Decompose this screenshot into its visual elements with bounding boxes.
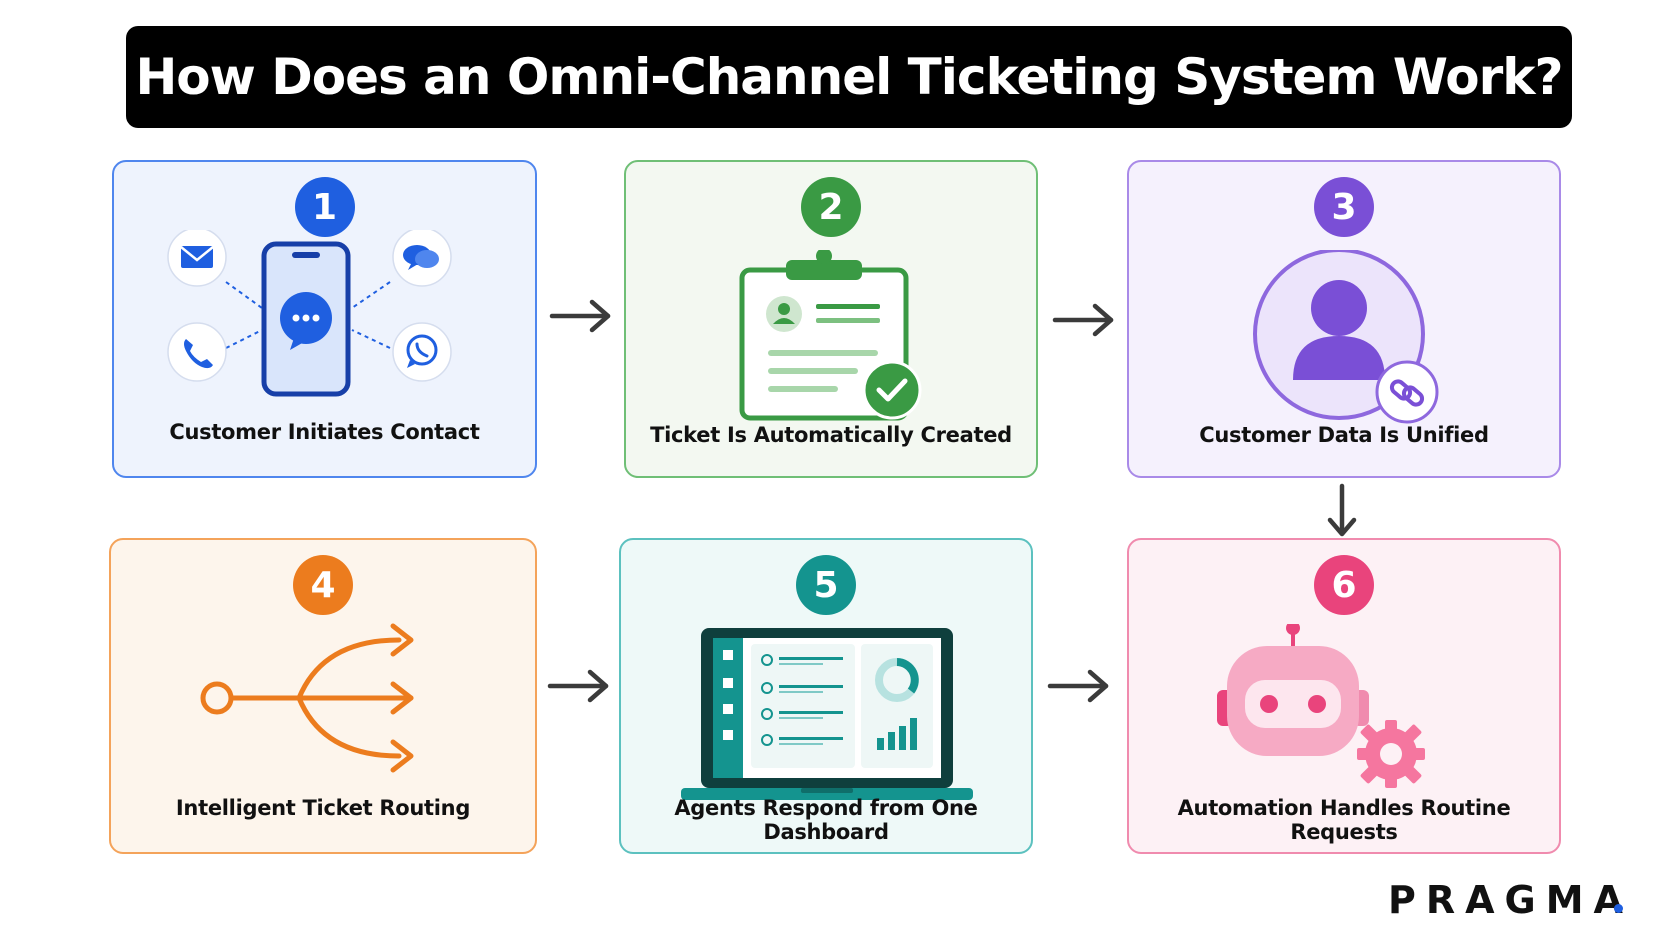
phone-icon	[261, 241, 351, 397]
step-card-3: 3 Customer Data Is Unified	[1127, 160, 1561, 478]
user-profile-icon	[1253, 250, 1439, 424]
step-number-badge: 6	[1314, 555, 1374, 615]
arrow-right-icon	[1052, 303, 1114, 337]
step-label: Ticket Is Automatically Created	[650, 423, 1012, 447]
chat-bubbles-icon	[392, 230, 452, 287]
step-number-badge: 3	[1314, 177, 1374, 237]
checkmark-icon	[862, 360, 922, 420]
page-title: How Does an Omni-Channel Ticketing Syste…	[135, 48, 1563, 106]
step-label: Intelligent Ticket Routing	[175, 796, 471, 820]
gear-icon	[1357, 720, 1425, 788]
contact-channels-illustration	[167, 230, 452, 397]
laptop-dashboard-icon	[681, 628, 973, 800]
step-label: Automation Handles Routine Requests	[1177, 796, 1511, 844]
step-card-2: 2 Ticket Is Automatically Created	[624, 160, 1038, 478]
call-icon	[167, 322, 227, 382]
step-label: Customer Initiates Contact	[169, 420, 480, 444]
step-card-1: 1	[112, 160, 537, 478]
whatsapp-icon	[392, 322, 452, 382]
arrow-right-icon	[1047, 669, 1109, 703]
step-card-4: 4 Intelligent Ticket Routing	[109, 538, 537, 854]
step-number-badge: 4	[293, 555, 353, 615]
step-number-badge: 5	[796, 555, 856, 615]
step-card-6: 6 Automation Handles Routine Requests	[1127, 538, 1561, 854]
arrow-down-icon	[1327, 483, 1357, 537]
branching-arrows-icon	[200, 623, 414, 773]
envelope-icon	[167, 230, 227, 287]
step-label: Agents Respond from One Dashboard	[674, 796, 978, 844]
arrow-right-icon	[549, 299, 611, 333]
step-card-5: 5 Agents Respond from One Dashboard	[619, 538, 1033, 854]
robot-icon	[1217, 624, 1425, 788]
title-banner: How Does an Omni-Channel Ticketing Syste…	[126, 26, 1572, 128]
link-icon	[1375, 360, 1439, 424]
brand-logo: PRAGMA	[1388, 878, 1633, 922]
arrow-right-icon	[547, 669, 609, 703]
step-label: Customer Data Is Unified	[1199, 423, 1489, 447]
clipboard-icon	[739, 250, 922, 421]
step-number-badge: 1	[294, 177, 355, 237]
step-number-badge: 2	[801, 177, 861, 237]
brand-dot	[1614, 904, 1623, 913]
